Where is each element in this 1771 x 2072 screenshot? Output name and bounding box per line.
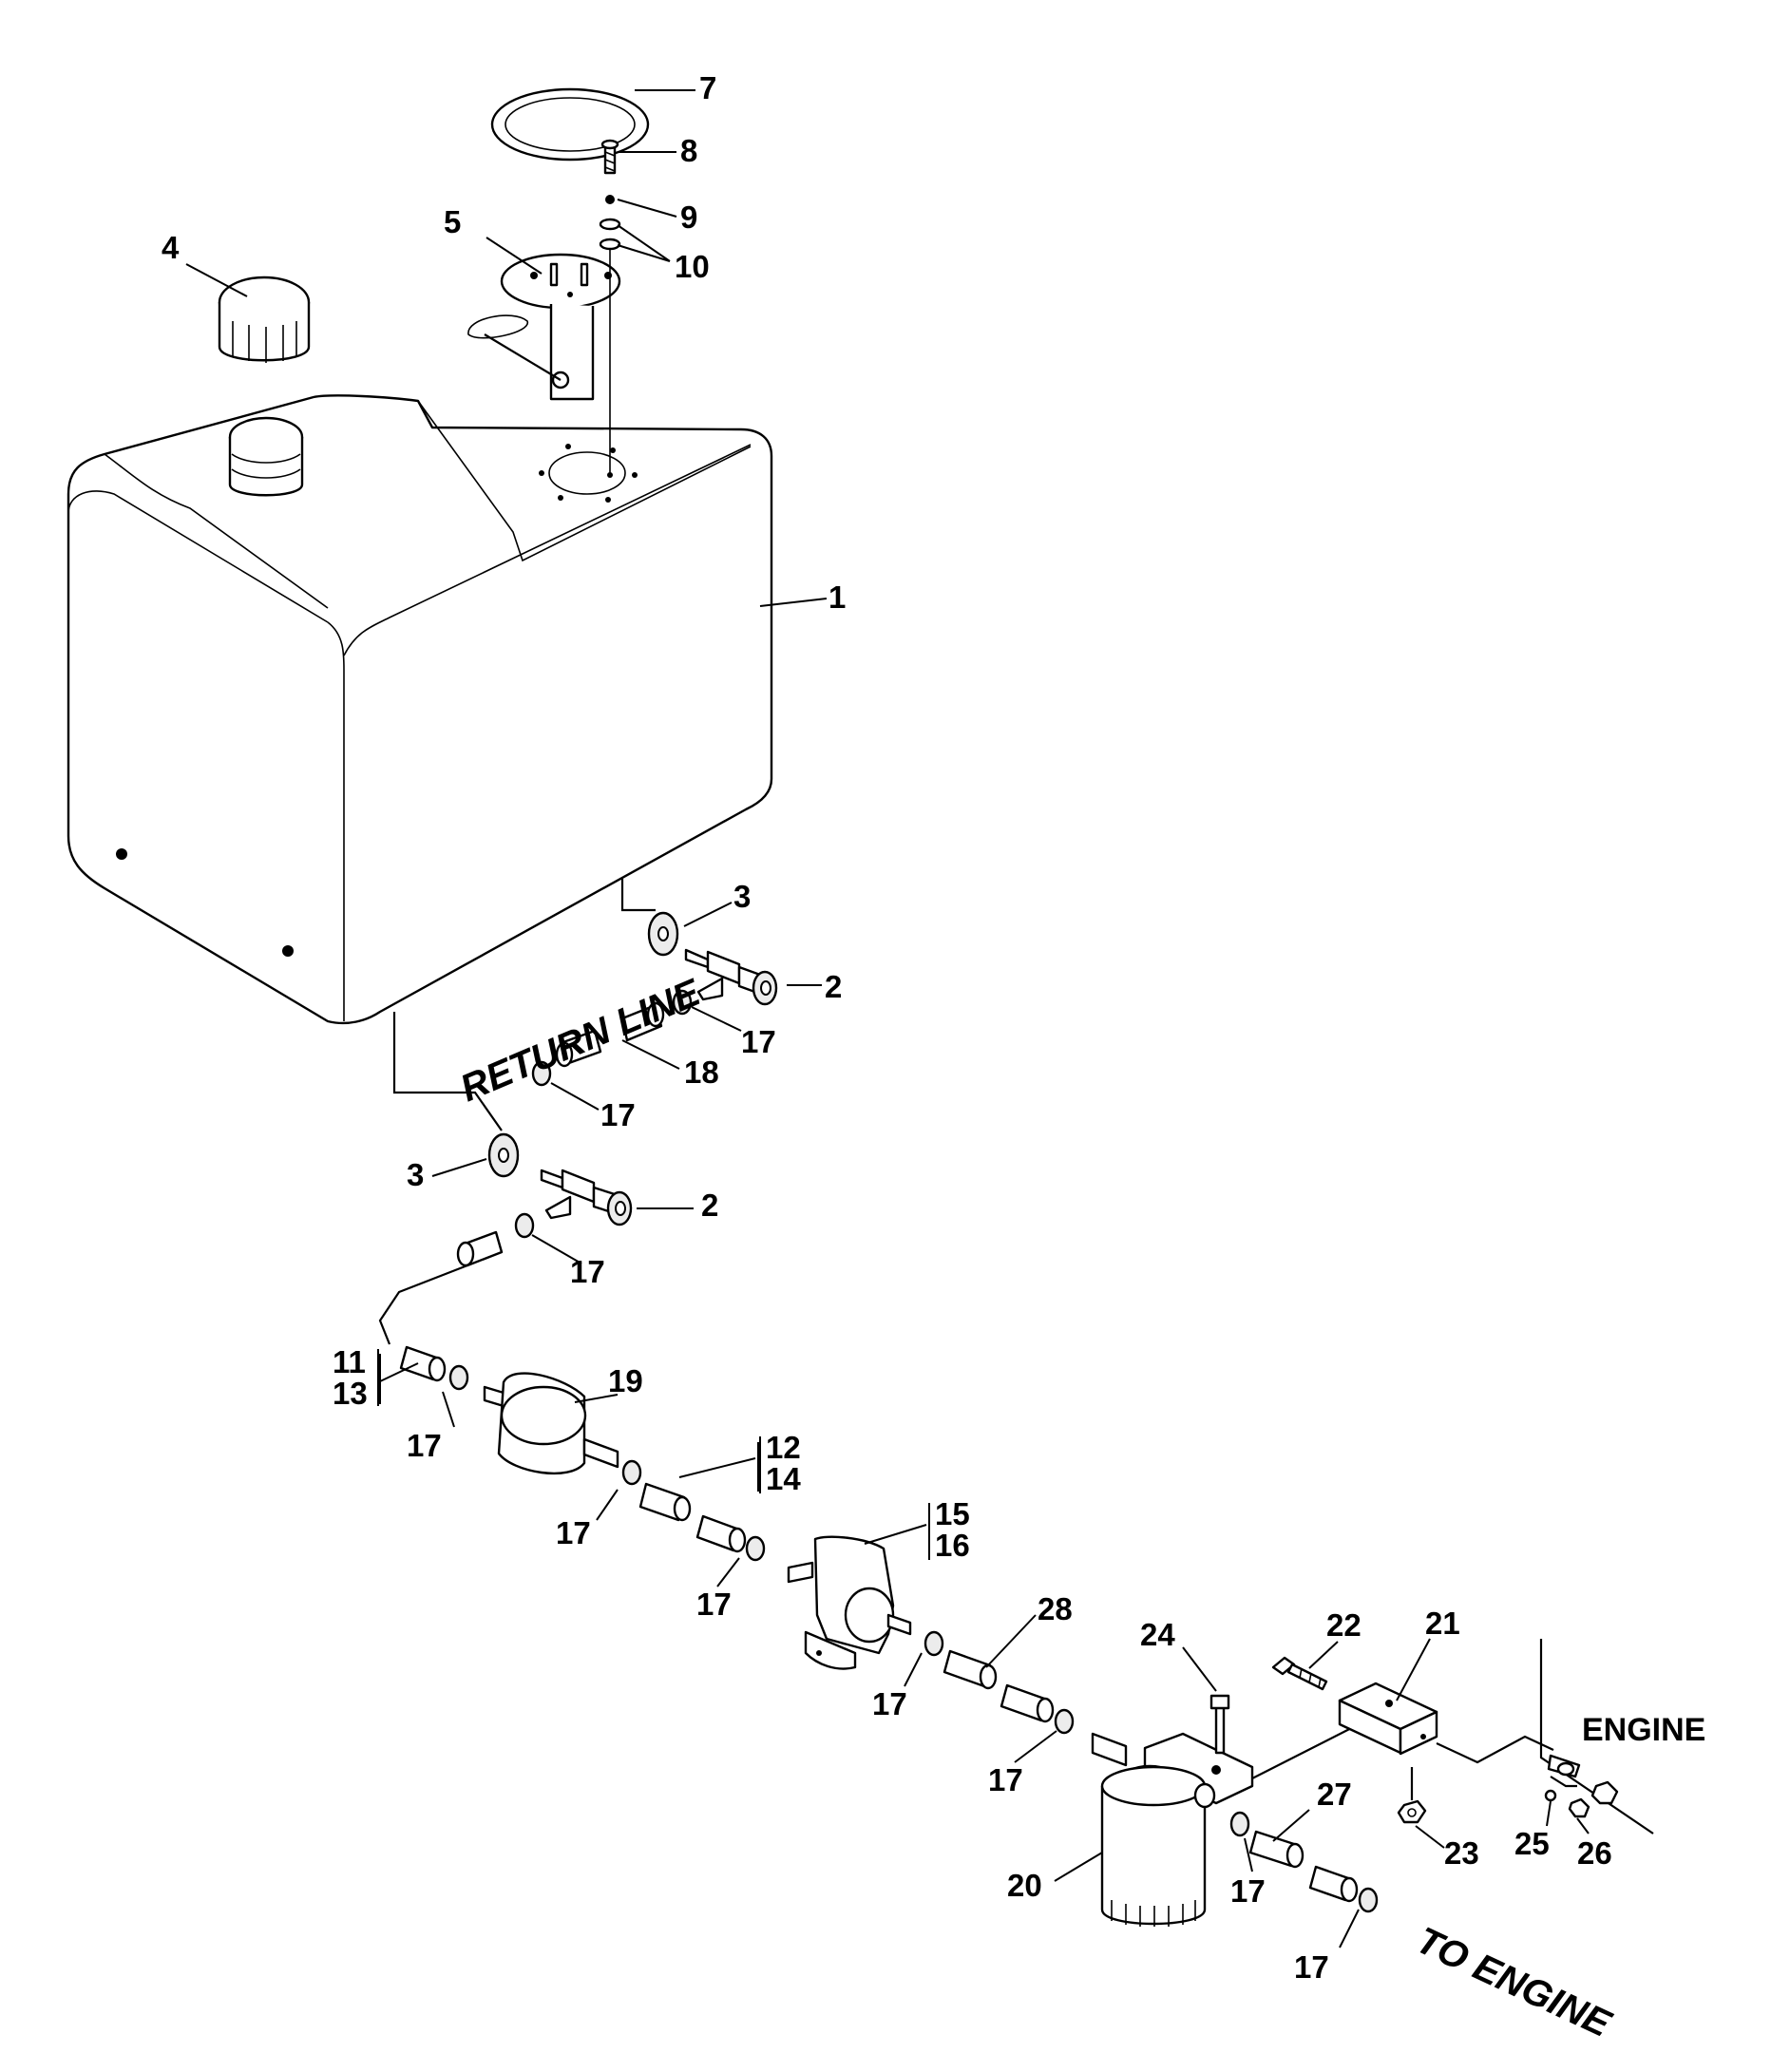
callout-25: 25	[1514, 1826, 1550, 1861]
callout-17: 17	[872, 1686, 907, 1721]
callout-3: 3	[733, 879, 751, 914]
to-engine-note: TO ENGINE	[1410, 1919, 1618, 2045]
callout-26: 26	[1577, 1835, 1612, 1871]
mounting-bracket	[1251, 1656, 1554, 1824]
callout-21: 21	[1425, 1606, 1460, 1641]
fuel-tank	[67, 394, 773, 1025]
upper-tank-fittings	[620, 879, 778, 1006]
supply-hose-and-inline-filter	[378, 1230, 642, 1486]
callout-17: 17	[570, 1254, 605, 1289]
return-hose-assembly	[531, 989, 693, 1087]
filler-cap	[218, 276, 311, 363]
callout-28: 28	[1038, 1591, 1073, 1626]
hose-28	[924, 1630, 1075, 1735]
sender-screw-stack	[599, 139, 621, 478]
callout-14: 14	[766, 1461, 801, 1496]
callout-3: 3	[407, 1157, 424, 1192]
callout-group-bars	[377, 1349, 930, 1560]
fuel-sender-unit	[467, 253, 621, 401]
lower-tank-fittings	[392, 1012, 633, 1239]
leader-lines	[185, 89, 1590, 1948]
callout-20: 20	[1007, 1868, 1042, 1903]
callout-17: 17	[696, 1587, 732, 1622]
callout-2: 2	[701, 1188, 718, 1223]
hose-27	[1229, 1811, 1379, 1913]
callout-4: 4	[162, 230, 180, 265]
callout-15: 15	[935, 1496, 970, 1531]
callout-1: 1	[828, 580, 846, 615]
hose-12-14	[638, 1482, 766, 1562]
callout-17: 17	[407, 1428, 442, 1463]
fuel-pump	[787, 1535, 912, 1670]
fuel-filter-assembly	[1091, 1694, 1254, 1927]
callout-8: 8	[680, 133, 697, 168]
callout-13: 13	[333, 1376, 368, 1411]
callout-22: 22	[1326, 1607, 1362, 1643]
callout-16: 16	[935, 1528, 970, 1563]
callout-24: 24	[1140, 1617, 1175, 1652]
callout-5: 5	[444, 204, 461, 239]
callout-17: 17	[988, 1762, 1023, 1797]
callout-17: 17	[600, 1097, 636, 1132]
callout-23: 23	[1444, 1835, 1479, 1871]
callout-9: 9	[680, 200, 697, 235]
callout-27: 27	[1317, 1777, 1352, 1812]
callout-18: 18	[684, 1055, 719, 1090]
callout-17: 17	[1294, 1949, 1329, 1985]
callout-labels: 1 2 3 4 5 7 8 9 10 17 18 17 3 2 17 11 13…	[162, 70, 1612, 1985]
callout-12: 12	[766, 1430, 801, 1465]
callout-2: 2	[825, 969, 842, 1004]
callout-17: 17	[1230, 1873, 1266, 1909]
callout-19: 19	[608, 1363, 643, 1398]
engine-note: ENGINE	[1582, 1712, 1705, 1748]
callout-7: 7	[699, 70, 716, 105]
return-line-note: RETURN LINE	[454, 971, 707, 1110]
callout-11: 11	[333, 1344, 366, 1379]
sender-gasket	[490, 87, 650, 162]
callout-17: 17	[556, 1515, 591, 1550]
callout-17: 17	[741, 1024, 776, 1059]
engine-connection	[1539, 1639, 1654, 1834]
callout-10: 10	[675, 249, 710, 284]
